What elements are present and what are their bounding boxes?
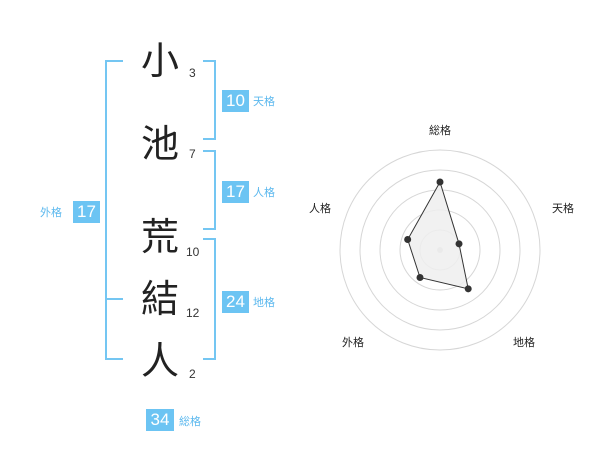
- jinkaku-badge: 17: [222, 181, 249, 203]
- chikaku-bracket: [203, 238, 216, 360]
- stroke-count-1: 3: [189, 66, 196, 80]
- stroke-count-2: 7: [189, 147, 196, 161]
- name-char-3: 荒: [141, 215, 180, 259]
- gaikaku-badge: 17: [73, 201, 100, 223]
- radar-point-5: [404, 235, 412, 243]
- gaikaku-bracket-split: [105, 298, 123, 300]
- radar-label-jinkaku: 人格: [309, 201, 331, 215]
- radar-ring: [359, 169, 521, 331]
- tenkaku-badge: 10: [222, 90, 249, 112]
- chikaku-badge: 24: [222, 291, 249, 313]
- radar-area: [407, 180, 469, 290]
- radar-label-chikaku: 地格: [513, 335, 535, 349]
- radar-label-soukaku: 総格: [429, 123, 451, 137]
- name-char-2: 池: [141, 122, 180, 166]
- radar-point-2: [455, 240, 463, 248]
- name-char-1: 小: [141, 39, 180, 83]
- gaikaku-bracket: [105, 60, 123, 360]
- radar-label-tenkaku: 天格: [552, 201, 574, 215]
- chikaku-label: 地格: [253, 296, 275, 309]
- jinkaku-bracket: [203, 150, 216, 230]
- soukaku-badge: 34: [146, 409, 174, 431]
- gaikaku-label: 外格: [40, 206, 62, 219]
- stroke-count-5: 2: [189, 367, 196, 381]
- soukaku-label: 総格: [179, 415, 201, 428]
- tenkaku-bracket: [203, 60, 216, 140]
- radar-points: [404, 178, 472, 293]
- radar-point-1: [436, 178, 444, 186]
- radar-point-3: [464, 285, 472, 293]
- tenkaku-label: 天格: [253, 95, 275, 108]
- stroke-count-4: 12: [186, 306, 200, 320]
- radar-ring: [339, 149, 541, 351]
- stroke-count-3: 10: [186, 245, 200, 259]
- radar-label-gaikaku: 外格: [342, 335, 364, 349]
- name-char-5: 人: [141, 339, 180, 383]
- name-char-4: 結: [141, 277, 180, 321]
- radar-point-4: [416, 274, 424, 282]
- jinkaku-label: 人格: [253, 186, 275, 199]
